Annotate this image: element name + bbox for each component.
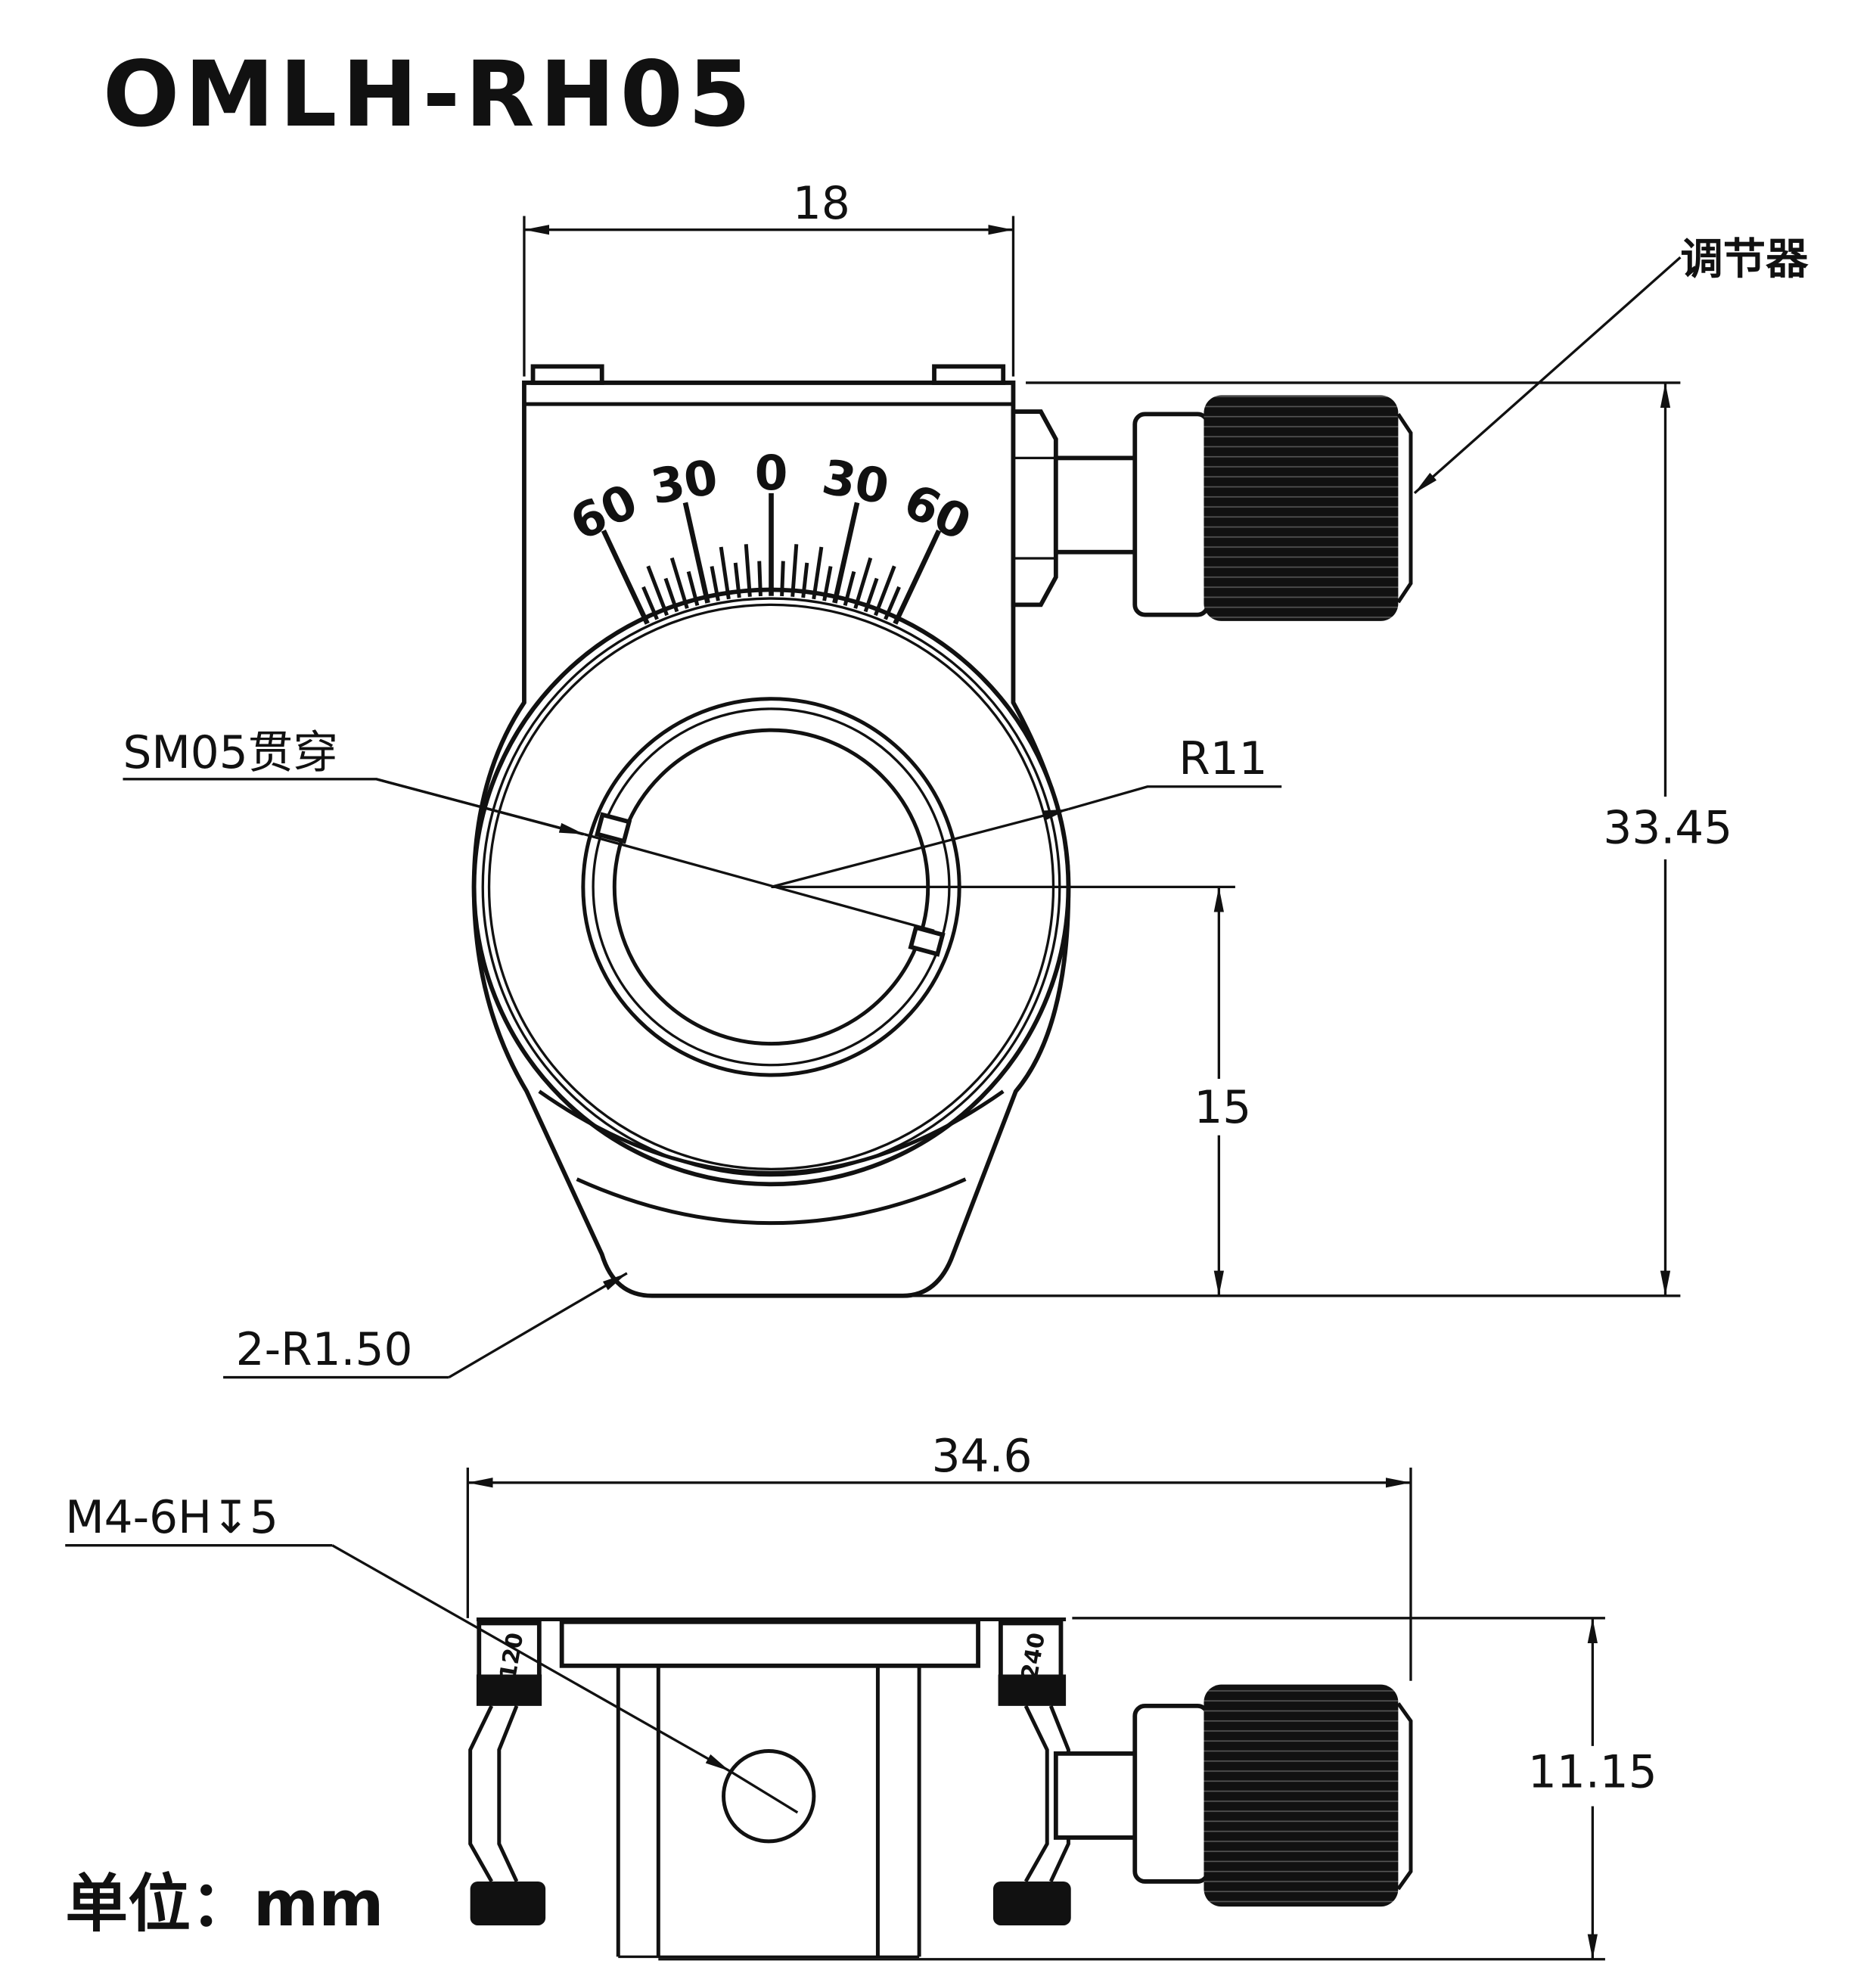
scale-tick [843, 570, 856, 606]
scale-label: 30 [647, 449, 722, 515]
unit-label: 单位：mm [65, 1867, 384, 1941]
scale-tick [822, 566, 833, 601]
scale-tick [853, 557, 873, 609]
scale-tick [780, 561, 785, 597]
bottom-view: 34.6 120 240 11.15 [65, 1431, 1657, 1961]
adjuster-shaft [1053, 455, 1144, 555]
dim-height-top: 33.45 [1603, 802, 1732, 854]
scale-tick [757, 561, 763, 597]
hex-nut [1011, 409, 1058, 608]
top-tab-left [530, 364, 604, 385]
label-radius: R11 [1179, 733, 1267, 785]
scale-label: 0 [755, 446, 788, 501]
scale-tick [669, 557, 689, 609]
scale-tick [893, 529, 942, 625]
dim-height-bottom: 11.15 [1528, 1747, 1657, 1799]
scale-tick [863, 577, 879, 613]
scale-tick [646, 565, 669, 617]
scale-tick [790, 544, 799, 597]
top-view: 60 30 0 30 60 18 33.45 15 调节器 [123, 178, 1809, 1379]
scale-tick [874, 565, 896, 617]
scale-label: 30 [818, 449, 893, 515]
scale-tick [682, 502, 710, 604]
scale-tick [733, 562, 741, 598]
label-adjuster: 调节器 [1680, 235, 1809, 284]
label-bore: SM05贯穿 [123, 727, 338, 779]
angle-scale [601, 493, 942, 625]
scale-tick [710, 566, 720, 601]
scale-tick [832, 502, 860, 604]
product-title: OMLH-RH05 [103, 42, 756, 148]
dim-width-bottom: 34.6 [932, 1431, 1033, 1483]
scale-tick [686, 570, 700, 606]
dim-center-height: 15 [1194, 1082, 1251, 1134]
scale-tick [801, 562, 809, 598]
scale-tick [719, 546, 731, 600]
adjuster-knob-bottom [1204, 1684, 1399, 1907]
adjuster-knob [1204, 395, 1399, 621]
scale-tick [601, 529, 650, 625]
scale-tick [812, 546, 824, 600]
label-fillet: 2-R1.50 [236, 1324, 413, 1376]
top-plate [559, 1619, 980, 1668]
adjuster-collar [1132, 412, 1210, 617]
scale-tick [663, 577, 679, 613]
scale-tick [744, 544, 752, 597]
top-tab-right [932, 364, 1006, 385]
scale-tick [641, 586, 659, 620]
dim-width-top: 18 [793, 178, 850, 230]
thread-hole [722, 1749, 816, 1844]
label-thread: M4-6H↧5 [65, 1492, 278, 1544]
scale-tick [884, 586, 901, 620]
